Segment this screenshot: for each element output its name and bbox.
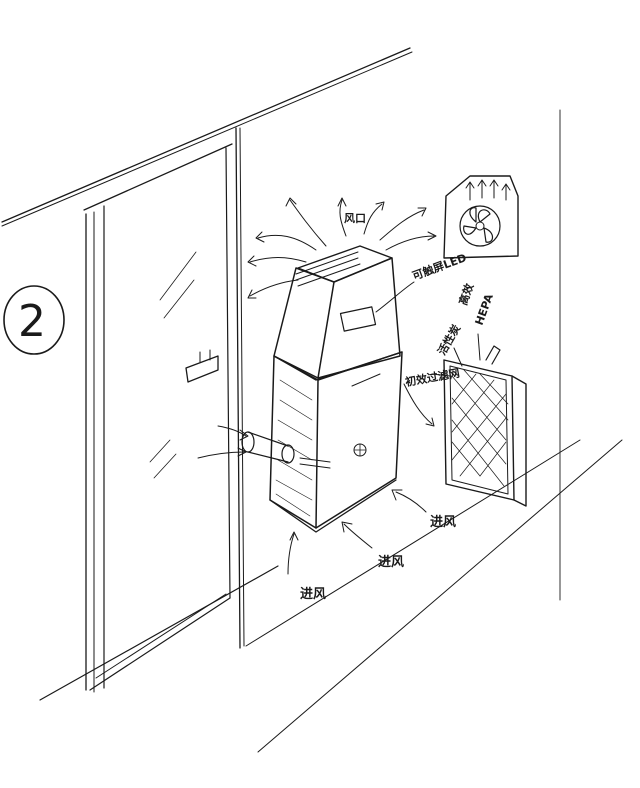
wall-lines — [1, 47, 623, 753]
label-air-outlet: 风口 — [344, 211, 366, 225]
step-number: 2 — [18, 296, 46, 347]
inflow-arrows — [197, 383, 435, 575]
label-intake-left: 进风 — [300, 587, 326, 602]
led-leader-line — [375, 281, 415, 313]
outflow-arrows — [247, 197, 437, 299]
label-intake-right: 进风 — [430, 515, 456, 530]
label-filter-activated-carbon: 活性炭 — [434, 322, 463, 358]
label-filter-high-efficiency-2: HEPA — [473, 292, 496, 327]
step-number-badge: 2 — [3, 285, 65, 355]
glass-door — [83, 143, 233, 693]
fan-detail — [443, 175, 519, 259]
label-filter-high-efficiency-1: 高效 — [456, 281, 477, 307]
label-intake-middle: 进风 — [378, 555, 404, 570]
purifier-unit — [269, 245, 403, 533]
label-filter-primary: 初效过滤网 — [404, 366, 461, 389]
filter-panel — [431, 333, 527, 507]
wall-duct — [241, 431, 331, 469]
label-led-display: 可触屏LED — [410, 250, 468, 283]
labels: 风口 可触屏LED 高效 HEPA 活性炭 初效过滤网 进风 进风 进风 — [300, 211, 496, 602]
